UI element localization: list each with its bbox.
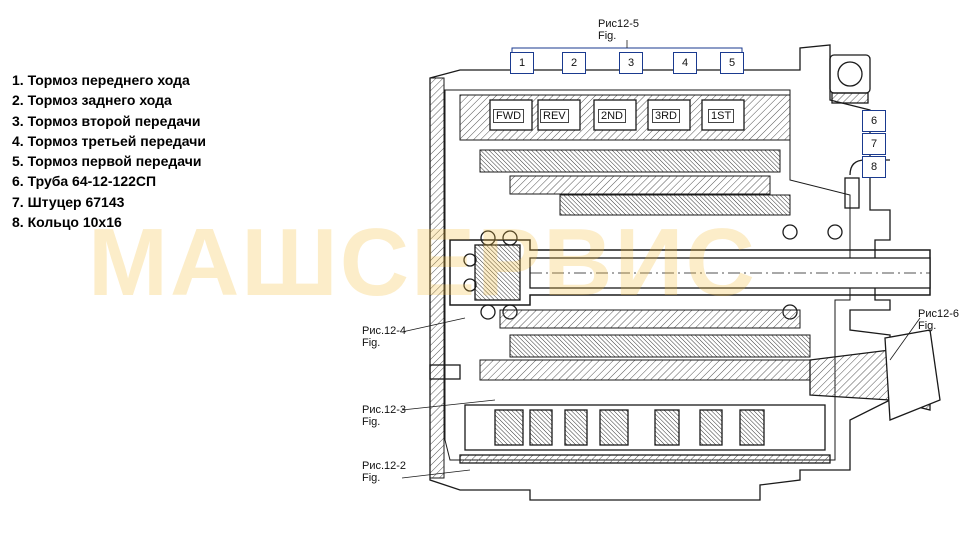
- brake-label-fwd: FWD: [493, 109, 525, 123]
- part-number-5: 5: [720, 52, 744, 74]
- callout-fig-12-6: Рис12-6 Fig.: [918, 308, 959, 332]
- callout-fig-12-4: Рис.12-4 Fig.: [362, 325, 406, 349]
- part-number-7: 7: [862, 133, 886, 155]
- callout-line: Рис12-5: [598, 18, 639, 30]
- part-number-6: 6: [862, 110, 886, 132]
- callout-line: Рис.12-2: [362, 460, 407, 472]
- brake-packs-bottom: [464, 404, 826, 451]
- brake-label-1st: 1ST: [708, 109, 735, 123]
- parts-legend: 1. Тормоз переднего хода 2. Тормоз задне…: [12, 70, 206, 232]
- legend-item: 8. Кольцо 10х16: [12, 214, 122, 231]
- legend-item: 1. Тормоз переднего хода: [12, 72, 190, 88]
- part-number-4: 4: [673, 52, 697, 74]
- callout-line: Fig.: [362, 472, 381, 484]
- callout-line: Fig.: [362, 337, 381, 349]
- callout-fig-12-2: Рис.12-2 Fig.: [362, 460, 406, 484]
- legend-item: 4. Тормоз третьей передачи: [12, 132, 206, 149]
- part-number-1: 1: [510, 52, 534, 74]
- legend-item: 7. Штуцер 67143: [12, 193, 125, 210]
- callout-line: Рис.12-3: [362, 404, 407, 416]
- brake-label-rev: REV: [540, 109, 569, 123]
- part-number-2: 2: [562, 52, 586, 74]
- callout-fig-12-3: Рис.12-3 Fig.: [362, 404, 406, 428]
- callout-line: Fig.: [918, 320, 937, 332]
- brake-label-3rd: 3RD: [652, 109, 681, 123]
- brake-label-2nd: 2ND: [598, 109, 627, 123]
- main-shaft: [449, 239, 931, 306]
- legend-item: 5. Тормоз первой передачи: [12, 153, 202, 170]
- part-number-3: 3: [619, 52, 643, 74]
- legend-item: 6. Труба 64-12-122СП: [12, 173, 157, 190]
- input-spline: [474, 244, 521, 301]
- top-bolt: [829, 54, 871, 94]
- callout-line: Fig.: [598, 30, 617, 42]
- callout-line: Рис.12-4: [362, 325, 407, 337]
- callout-fig-12-5: Рис12-5 Fig.: [598, 18, 639, 42]
- callout-line: Fig.: [362, 416, 381, 428]
- part-number-8: 8: [862, 156, 886, 178]
- transmission-cross-section: [401, 40, 941, 501]
- callout-line: Рис12-6: [918, 308, 959, 320]
- legend-item: 2. Тормоз заднего хода: [12, 92, 172, 109]
- legend-item: 3. Тормоз второй передачи: [12, 112, 201, 129]
